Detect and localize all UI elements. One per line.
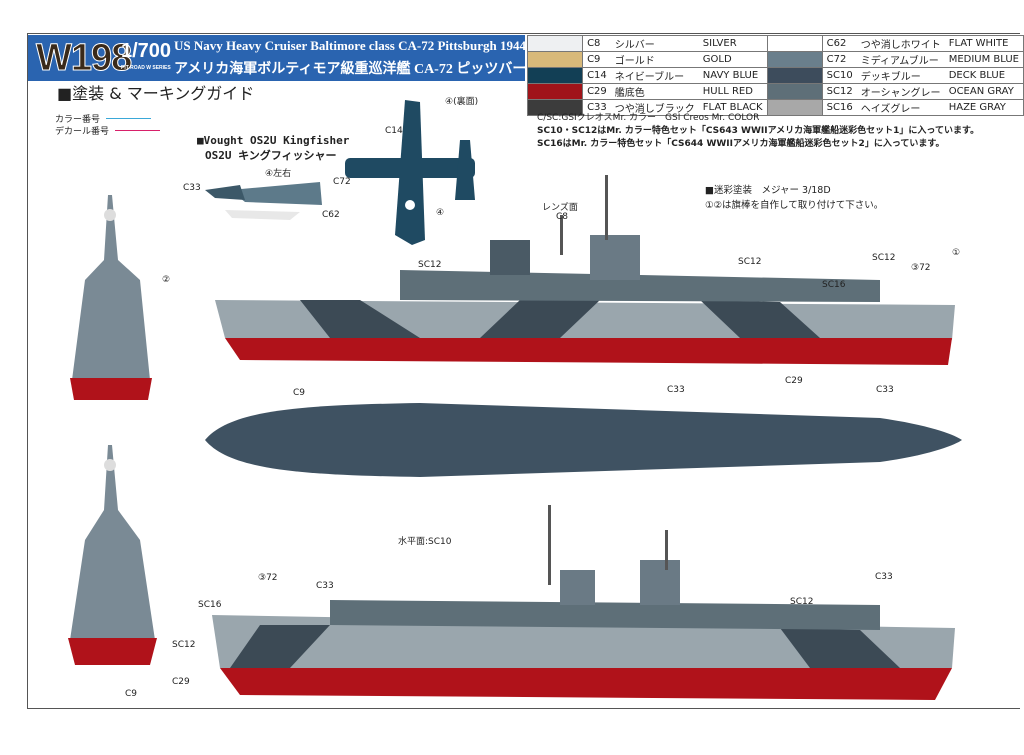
color-swatch <box>766 99 823 116</box>
callout-d4: ④ <box>436 208 445 218</box>
callout-sc12a: SC12 <box>418 260 442 270</box>
callout-c9a: C9 <box>293 388 306 398</box>
callout-c33c: C33 <box>876 385 894 395</box>
callout-underside: ④(裏面) <box>445 97 479 107</box>
callout-c72: C72 <box>333 177 351 187</box>
note: SC10・SC12はMr. カラー特色セット「CS643 WWIIアメリカ海軍艦… <box>537 126 980 136</box>
title-banner <box>28 35 525 81</box>
title-japanese: アメリカ海軍ボルティモア級重巡洋艦 CA-72 ピッツバーグ 1944 <box>174 62 572 77</box>
color-swatch <box>526 67 584 84</box>
camo-instruction: ①②は旗棒を自作して取り付けて下さい。 <box>705 200 884 211</box>
legend-color-number: カラー番号 <box>55 112 152 125</box>
camouflage-note: ■迷彩塗装 メジャー 3/18D ①②は旗棒を自作して取り付けて下さい。 <box>705 183 883 213</box>
aircraft-title-en: ■Vought OS2U Kingfisher <box>197 134 350 147</box>
note: SC16はMr. カラー特色セット「CS644 WWIIアメリカ海軍艦船迷彩色セ… <box>537 139 945 149</box>
callout-c33b: C33 <box>667 385 685 395</box>
callout-d2: ② <box>162 275 171 285</box>
callout-c33d: C33 <box>316 581 334 591</box>
callout-sc12b: SC12 <box>738 257 762 267</box>
ship-front-view-lower <box>68 445 157 665</box>
callout-d1: ① <box>952 248 961 258</box>
color-jp: つや消しブラック <box>610 99 699 116</box>
callout-d3b: ③72 <box>258 573 278 583</box>
title-english: US Navy Heavy Cruiser Baltimore class CA… <box>174 38 526 53</box>
color-code: C33 <box>582 99 611 116</box>
legend-decal-number: デカール番号 <box>55 124 161 137</box>
ship-top-view <box>205 403 962 477</box>
guide-title: ■塗装 & マーキングガイド <box>57 84 255 103</box>
callout-c8: C8 <box>556 212 569 222</box>
callout-sc16a: SC16 <box>822 280 846 290</box>
callout-lens: レンズ面 <box>542 203 578 213</box>
ship-side-view-1944 <box>215 175 955 365</box>
kingfisher-top-view <box>345 100 475 245</box>
legend-label: カラー番号 <box>55 115 101 125</box>
color-jp: ヘイズグレー <box>856 99 945 116</box>
callout-deck: 水平面:SC10 <box>398 537 452 547</box>
callout-sc16b: SC16 <box>198 600 222 610</box>
aircraft-title-jp: OS2U キングフィッシャー <box>205 149 337 162</box>
legend-label: デカール番号 <box>55 127 110 137</box>
ship-side-view-starboard <box>212 505 955 700</box>
callout-sc12e: SC12 <box>172 640 196 650</box>
color-code: SC16 <box>821 99 857 116</box>
color-swatch <box>766 51 823 68</box>
callout-d3a: ③72 <box>911 263 931 273</box>
callout-sc12c: SC12 <box>872 253 896 263</box>
legend-line <box>115 130 161 131</box>
color-en: FLAT BLACK <box>698 99 768 116</box>
callout-lr: ④左右 <box>265 169 292 179</box>
kingfisher-side-view <box>205 182 322 220</box>
color-swatch <box>766 83 823 100</box>
paint-notes: C/SC:GSIクレオスMr. カラー GSI Creos Mr. COLOR … <box>537 112 979 151</box>
callout-c9b: C9 <box>125 689 138 699</box>
callout-c14: C14 <box>385 126 403 136</box>
color-swatch <box>526 51 584 68</box>
page-frame <box>27 33 1020 709</box>
camo-title: ■迷彩塗装 メジャー 3/18D <box>705 185 831 196</box>
series-name: PIT-ROAD W SERIES <box>121 65 171 71</box>
color-swatch <box>766 35 823 52</box>
callout-c29a: C29 <box>785 376 803 386</box>
kit-scale: 1/700 <box>121 40 172 62</box>
callout-c33a: C33 <box>183 183 201 193</box>
callout-c62: C62 <box>322 210 340 220</box>
legend-line <box>106 118 152 119</box>
color-en: HAZE GRAY <box>944 99 1024 116</box>
note: C/SC:GSIクレオスMr. カラー GSI Creos Mr. COLOR <box>537 113 760 123</box>
callout-c33e: C33 <box>875 572 893 582</box>
ship-front-view-upper <box>70 195 152 400</box>
color-swatch <box>766 67 823 84</box>
callout-sc12d: SC12 <box>790 597 814 607</box>
color-swatch <box>526 99 584 116</box>
callout-c29b: C29 <box>172 677 190 687</box>
kit-code: W198 <box>35 37 132 80</box>
